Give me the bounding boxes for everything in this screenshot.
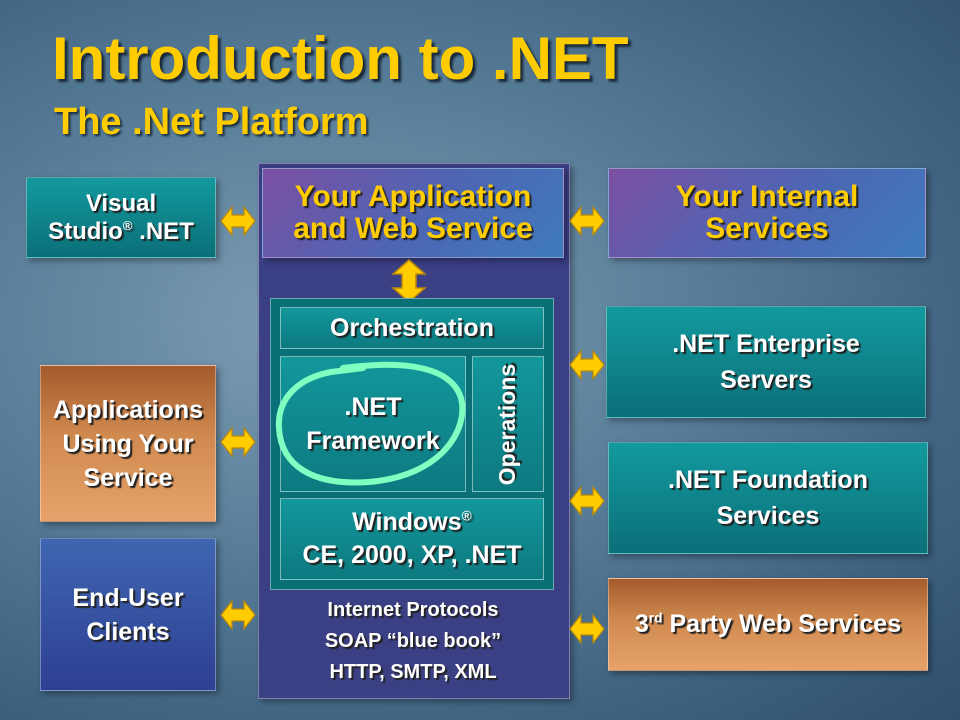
- your-application-line1: Your Application: [294, 180, 532, 213]
- windows-line1: Windows®: [352, 506, 472, 539]
- protocols-line3: HTTP, SMTP, XML: [329, 661, 497, 683]
- foundation-line2: Services: [716, 502, 820, 530]
- enterprise-line2: Servers: [720, 366, 812, 394]
- protocols-line1: Internet Protocols: [327, 599, 499, 621]
- applications-line1: Applications: [52, 395, 203, 424]
- visual-studio-box: Visual Studio® .NET: [26, 177, 216, 258]
- double-arrow-icon: [569, 613, 605, 645]
- double-arrow-icon: [220, 599, 256, 631]
- applications-line2: Using Your: [62, 429, 194, 458]
- windows-box: Windows® CE, 2000, XP, .NET: [280, 498, 544, 580]
- protocols-line2: SOAP “blue book”: [324, 630, 502, 652]
- third-party-number: 3: [634, 610, 649, 638]
- enterprise-servers-box: .NET Enterprise Servers: [606, 306, 926, 418]
- third-party-ordinal: rd: [648, 610, 663, 626]
- visual-studio-line2: Studio® .NET: [48, 218, 194, 246]
- foundation-line1: .NET Foundation: [668, 466, 868, 494]
- orchestration-label: Orchestration: [330, 313, 494, 342]
- applications-box: Applications Using Your Service: [40, 365, 216, 522]
- registered-mark: ®: [461, 508, 472, 524]
- end-user-box: End-User Clients: [40, 538, 216, 691]
- internal-services-line2: Services: [705, 212, 829, 245]
- your-application-box: Your Application and Web Service: [262, 168, 564, 258]
- framework-line2: Framework: [306, 427, 440, 455]
- double-arrow-icon: [220, 205, 256, 237]
- end-user-line2: Clients: [86, 617, 170, 646]
- enterprise-line1: .NET Enterprise: [672, 330, 860, 358]
- third-party-text: Party Web Services: [662, 610, 902, 638]
- operations-label: Operations: [494, 363, 521, 485]
- double-arrow-icon: [569, 205, 605, 237]
- operations-box: Operations: [472, 356, 544, 492]
- framework-line1: .NET: [344, 393, 402, 421]
- orchestration-box: Orchestration: [280, 307, 544, 349]
- internet-protocols: Internet Protocols SOAP “blue book” HTTP…: [268, 595, 558, 688]
- slide-subtitle: The .Net Platform: [54, 101, 369, 143]
- visual-studio-studio-text: Studio: [48, 217, 123, 245]
- windows-text: Windows: [352, 508, 462, 536]
- slide-title: Introduction to .NET: [52, 25, 629, 92]
- third-party-label: 3rd Party Web Services: [635, 610, 901, 639]
- windows-line2: CE, 2000, XP, .NET: [302, 541, 522, 569]
- your-application-line2: and Web Service: [293, 212, 533, 245]
- internal-services-line1: Your Internal: [675, 180, 859, 213]
- double-arrow-icon: [569, 349, 605, 381]
- foundation-services-box: .NET Foundation Services: [608, 442, 928, 554]
- highlight-circle-icon: [275, 361, 466, 486]
- end-user-line1: End-User: [72, 583, 184, 612]
- third-party-box: 3rd Party Web Services: [608, 578, 928, 671]
- visual-studio-net-text: .NET: [132, 217, 194, 245]
- double-arrow-icon: [569, 485, 605, 517]
- registered-mark: ®: [122, 217, 133, 233]
- applications-line3: Service: [83, 463, 173, 492]
- visual-studio-line1: Visual: [85, 189, 157, 217]
- double-arrow-icon: [220, 426, 256, 458]
- internal-services-box: Your Internal Services: [608, 168, 926, 258]
